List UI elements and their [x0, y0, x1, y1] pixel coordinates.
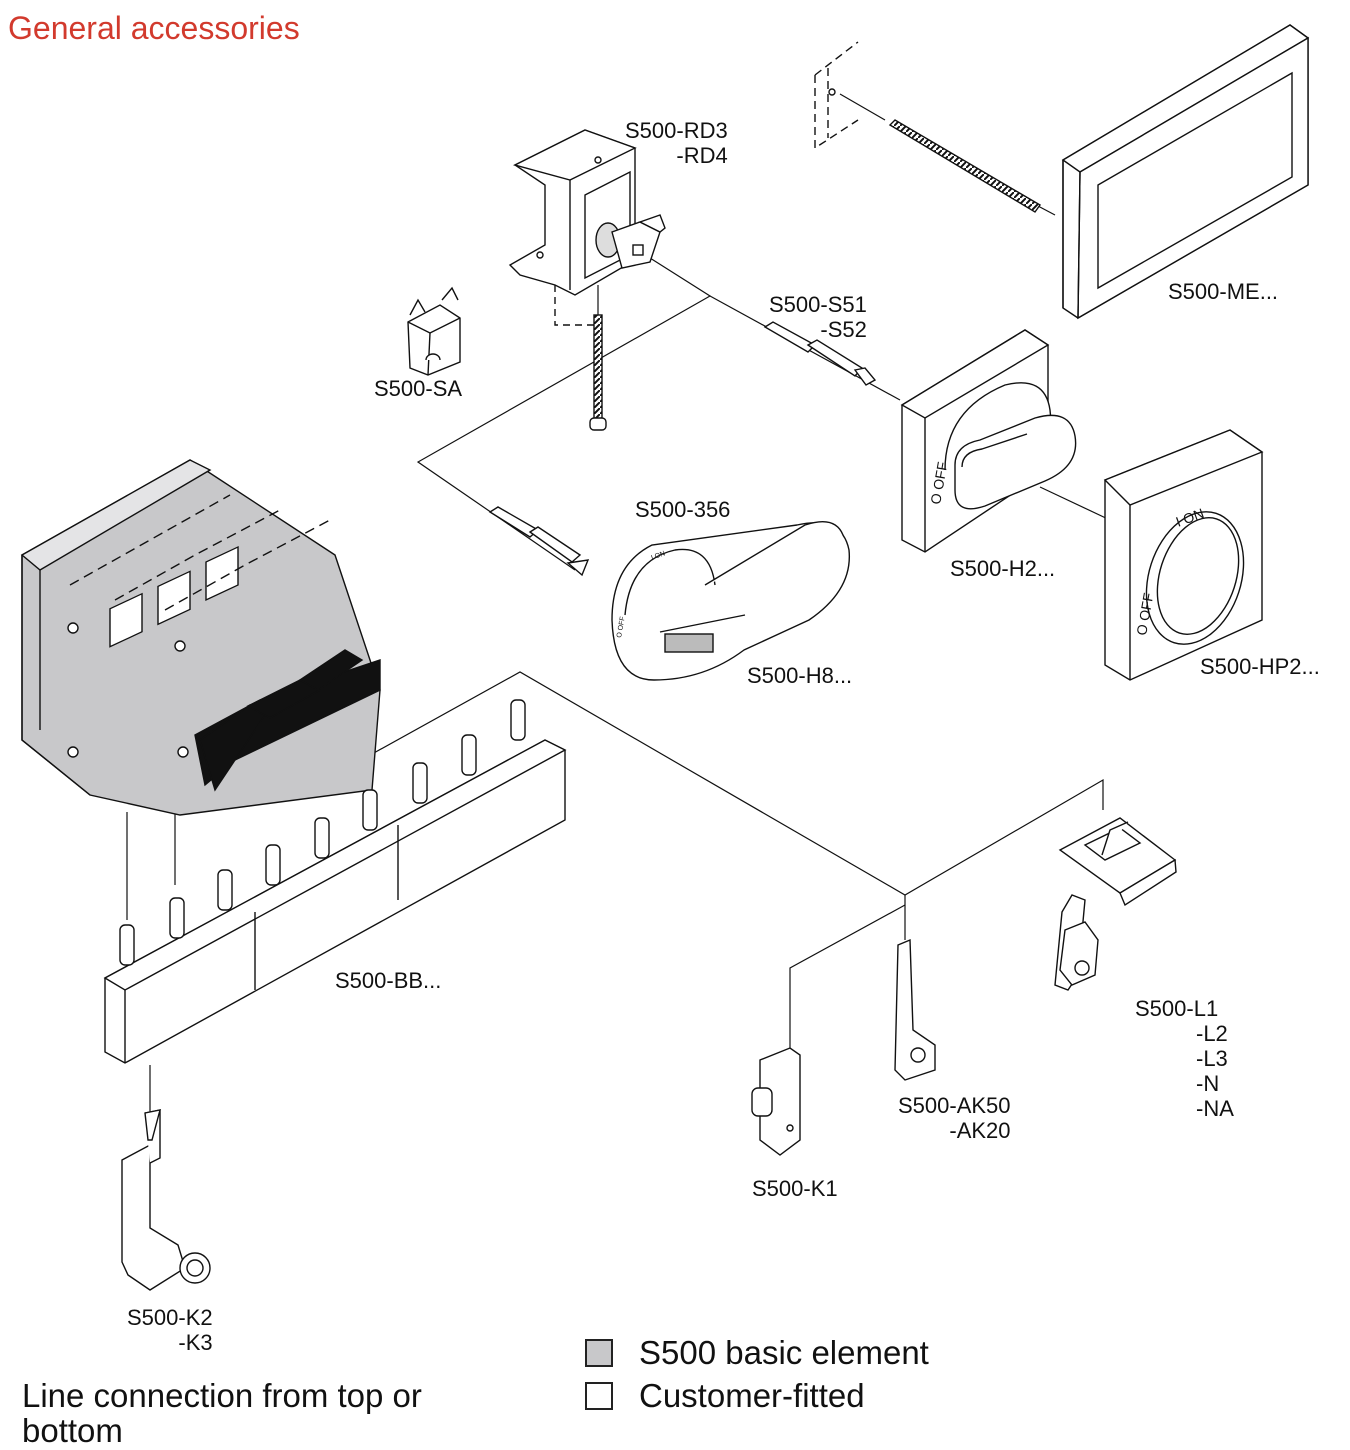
- label-me: S500-ME...: [1168, 279, 1279, 304]
- legend-label-customer: Customer-fitted: [639, 1377, 865, 1414]
- rd-bracket-dash: [554, 285, 600, 326]
- label-hp2: S500-HP2...: [1200, 654, 1320, 679]
- l1-clamp: [1054, 817, 1177, 991]
- page-title: General accessories: [8, 10, 300, 46]
- legend-swatch-customer: [585, 1382, 613, 1410]
- label-k1: S500-K1: [752, 1176, 838, 1201]
- wall-plate: [814, 41, 859, 150]
- h2-handle: [900, 329, 1077, 553]
- k1-terminal: [751, 1047, 801, 1156]
- threaded-rod: [888, 119, 1042, 213]
- me-frame: [1061, 24, 1310, 320]
- label-ak: S500-AK50-AK20: [898, 1093, 1011, 1143]
- legend: S500 basic element Customer-fitted: [585, 1333, 929, 1419]
- ak-terminal: [894, 938, 936, 1081]
- legend-item-basic: S500 basic element: [585, 1333, 929, 1373]
- label-h2: S500-H2...: [950, 556, 1056, 581]
- bb-busbar: [103, 739, 567, 1064]
- hp2-off-text: O OFF: [1133, 592, 1156, 637]
- label-h8: S500-H8...: [747, 663, 853, 688]
- h8-on-text: I ON: [650, 550, 666, 561]
- k2-terminal: [121, 1109, 211, 1291]
- line-connection-note: Line connection from top or bottom: [22, 1377, 422, 1449]
- sa-clip: [407, 286, 461, 376]
- rd-bracket: [508, 129, 666, 296]
- h8-handle: [611, 521, 851, 681]
- 356-shaft: [488, 506, 590, 577]
- rd-screw: [593, 314, 603, 421]
- label-sa: S500-SA: [374, 376, 463, 401]
- label-356: S500-356: [635, 497, 731, 522]
- legend-item-customer: Customer-fitted: [585, 1376, 929, 1416]
- label-k2: S500-K2-K3: [127, 1305, 213, 1355]
- label-rd3: S500-RD3-RD4: [625, 118, 728, 168]
- label-s51: S500-S51-S52: [769, 292, 867, 342]
- label-bb: S500-BB...: [335, 968, 442, 993]
- hp2-plate: [1103, 429, 1264, 681]
- s51-shaft: [763, 321, 877, 386]
- bb-pins: [119, 699, 526, 966]
- label-l1: S500-L1 -L2 -L3 -N -NA: [1135, 996, 1234, 1121]
- h8-off-text: O OFF: [616, 616, 627, 638]
- h2-off-text: O OFF: [927, 461, 950, 506]
- s500-breaker: [20, 459, 381, 816]
- legend-swatch-basic: [585, 1339, 613, 1367]
- wall-hole: [828, 88, 836, 96]
- legend-label-basic: S500 basic element: [639, 1334, 929, 1371]
